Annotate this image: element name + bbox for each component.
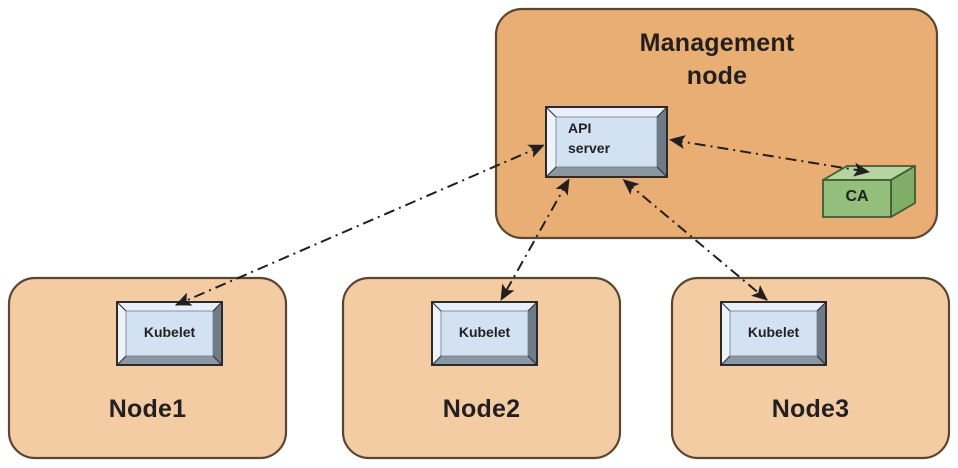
- connector-api-server-to-node3[interactable]: [622, 179, 768, 301]
- connector-api-server-to-node1[interactable]: [175, 144, 545, 306]
- kubelet-box-node1[interactable]: [116, 301, 223, 366]
- api-server-box[interactable]: [545, 106, 668, 178]
- kubelet-box-node3[interactable]: [720, 301, 827, 366]
- connector-api-server-to-ca[interactable]: [669, 135, 870, 177]
- ca-box[interactable]: [822, 165, 916, 218]
- connector-api-server-to-node2[interactable]: [500, 178, 570, 301]
